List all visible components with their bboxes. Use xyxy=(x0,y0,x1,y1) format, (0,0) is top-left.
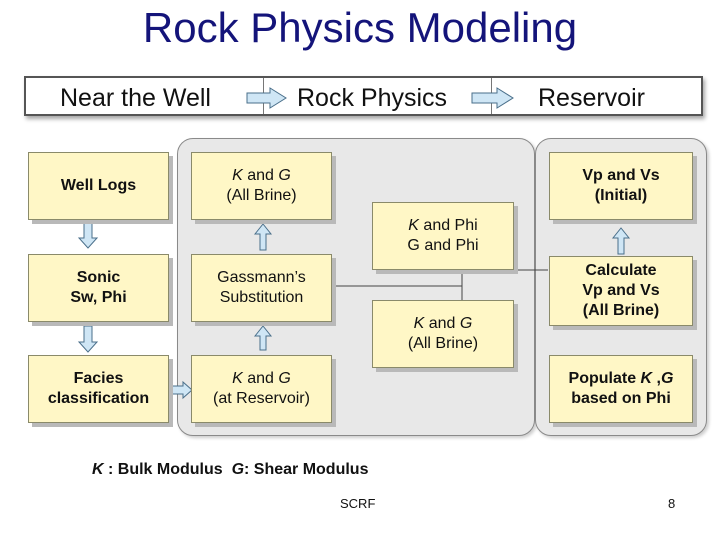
k-symbol: K xyxy=(408,217,419,234)
k-symbol: K xyxy=(640,370,653,387)
well-logs-label: Well Logs xyxy=(60,177,137,194)
at-reservoir-label: (at Reservoir) xyxy=(213,390,310,407)
calculate-vp-vs-box: Calculate Vp and Vs (All Brine) xyxy=(549,256,693,326)
header-arrow-icon xyxy=(471,87,514,109)
calculate-label: Calculate xyxy=(585,262,657,279)
facies-classification-label: classification xyxy=(47,390,150,407)
well-logs-box: Well Logs xyxy=(28,152,169,220)
header-bar xyxy=(24,76,703,116)
g-symbol: G xyxy=(231,461,245,478)
modulus-legend: K : Bulk Modulus G: Shear Modulus xyxy=(92,461,368,479)
initial-label: (Initial) xyxy=(594,187,648,204)
k-symbol: K xyxy=(232,167,243,184)
g-symbol: G xyxy=(459,315,473,332)
facies-box: Facies classification xyxy=(28,355,169,423)
header-rock-physics: Rock Physics xyxy=(297,84,448,112)
sonic-box: Sonic Sw, Phi xyxy=(28,254,169,322)
all-brine-label: (All Brine) xyxy=(407,335,479,352)
vp-vs-initial-box: Vp and Vs (Initial) xyxy=(549,152,693,220)
sonic-label: Sonic xyxy=(76,269,121,286)
populate-text: Populate xyxy=(568,370,641,387)
k-g-at-reservoir-box: K and G (at Reservoir) xyxy=(191,355,332,423)
header-arrow-icon xyxy=(246,87,287,109)
header-reservoir: Reservoir xyxy=(538,84,645,112)
all-brine-label: (All Brine) xyxy=(226,187,297,204)
k-g-all-brine-box: K and G (All Brine) xyxy=(191,152,332,220)
g-symbol: G xyxy=(661,370,674,387)
comma-text: , xyxy=(652,370,661,387)
facies-label: Facies xyxy=(73,370,124,387)
down-arrow-icon xyxy=(77,221,99,249)
k-symbol: K xyxy=(232,370,243,387)
page-title: Rock Physics Modeling xyxy=(142,4,578,51)
substitution-label: Substitution xyxy=(219,289,304,306)
based-on-phi-label: based on Phi xyxy=(571,390,671,407)
source-label: SCRF xyxy=(340,496,376,511)
and-text: and xyxy=(242,167,279,184)
vp-vs-label: Vp and Vs xyxy=(582,282,660,299)
vp-vs-label: Vp and Vs xyxy=(582,167,660,184)
g-symbol: G xyxy=(278,167,291,184)
sonic-sw-phi-label: Sw, Phi xyxy=(70,289,127,306)
right-arrow-icon xyxy=(171,380,193,400)
k-phi-g-phi-box: K and Phi G and Phi xyxy=(372,202,514,270)
up-arrow-icon xyxy=(253,223,273,251)
k-g-all-brine-2-box: K and G (All Brine) xyxy=(372,300,514,368)
all-brine-label: (All Brine) xyxy=(582,302,660,319)
down-arrow-icon xyxy=(77,325,99,353)
g-and-phi-label: G and Phi xyxy=(407,237,479,254)
up-arrow-icon xyxy=(253,325,273,351)
and-text: and xyxy=(242,370,279,387)
populate-k-g-box: Populate K ,G based on Phi xyxy=(549,355,693,423)
gassmann-label: Gassmann’s xyxy=(217,269,306,286)
header-near-the-well: Near the Well xyxy=(60,84,211,112)
and-text: and xyxy=(424,315,460,332)
and-phi-text: and Phi xyxy=(418,217,478,234)
k-symbol: K xyxy=(92,461,104,478)
shear-modulus-text: : Shear Modulus xyxy=(244,461,369,478)
page-number: 8 xyxy=(668,496,676,511)
bulk-modulus-text: : Bulk Modulus xyxy=(103,461,232,478)
k-symbol: K xyxy=(413,315,425,332)
up-arrow-icon xyxy=(611,227,631,255)
g-symbol: G xyxy=(278,370,291,387)
gassmann-box: Gassmann’s Substitution xyxy=(191,254,332,322)
